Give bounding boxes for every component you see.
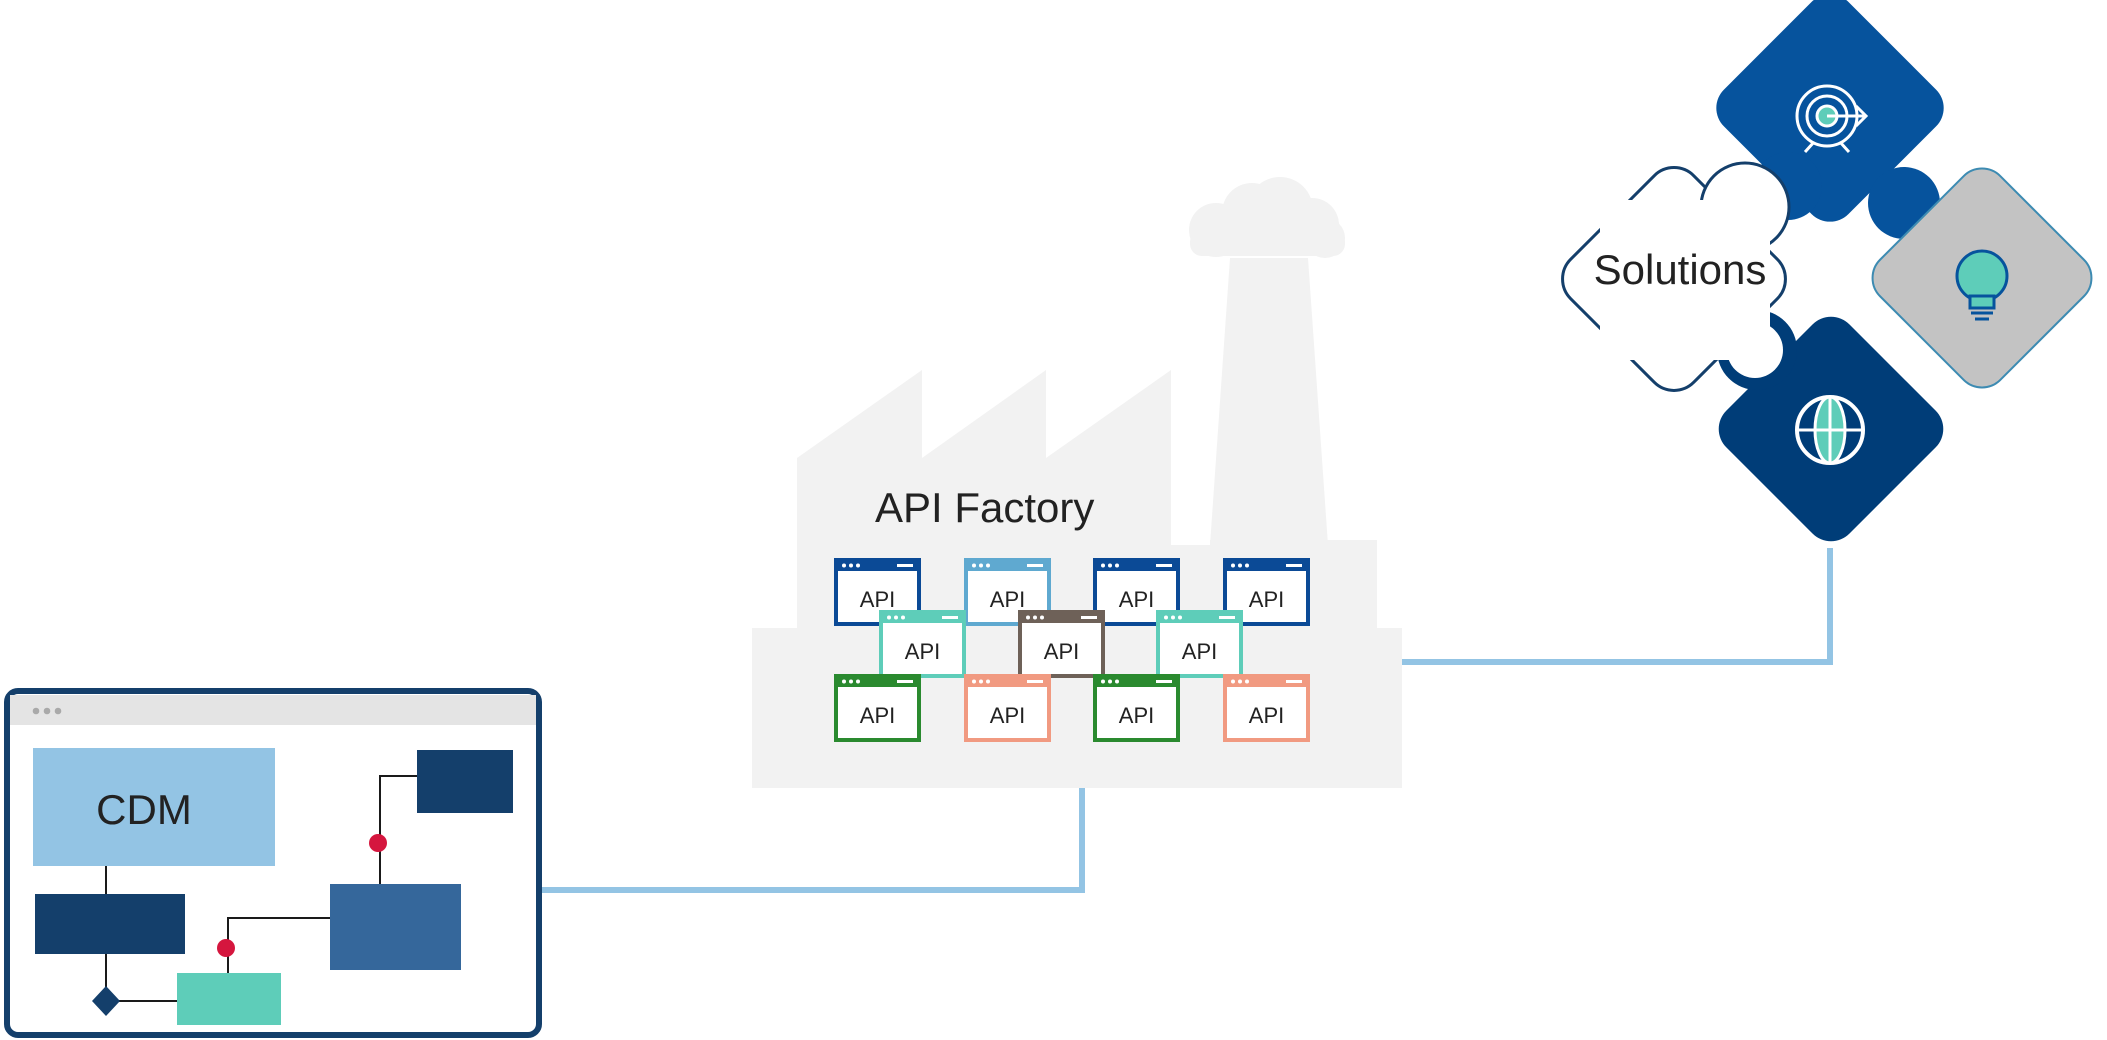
solutions-puzzle: Solutions bbox=[1561, 0, 2093, 542]
api-card: API bbox=[1093, 558, 1180, 626]
teal-block bbox=[177, 973, 281, 1025]
connectors bbox=[540, 548, 1833, 893]
api-card-label: API bbox=[905, 639, 940, 664]
api-card: API bbox=[1223, 674, 1310, 742]
api-card: API bbox=[964, 558, 1051, 626]
api-card: API bbox=[1156, 610, 1243, 678]
solutions-label: Solutions bbox=[1594, 246, 1767, 293]
cdm-window-titlebar bbox=[10, 695, 536, 725]
api-card-label: API bbox=[1182, 639, 1217, 664]
target-icon bbox=[1795, 84, 1869, 154]
api-cards: API API API API API API API API API API API bbox=[834, 558, 1310, 742]
api-card-label: API bbox=[860, 587, 895, 612]
factory-title: API Factory bbox=[875, 484, 1094, 531]
navy-block-left bbox=[35, 894, 185, 954]
red-junction-dot bbox=[217, 939, 235, 957]
api-card: API bbox=[1093, 674, 1180, 742]
window-dots-icon bbox=[32, 707, 62, 715]
api-card-label: API bbox=[1249, 703, 1284, 728]
puzzle-piece-solutions bbox=[1561, 161, 1791, 392]
api-card-label: API bbox=[990, 703, 1025, 728]
api-card: API bbox=[834, 674, 921, 742]
lightbulb-icon bbox=[1955, 249, 2009, 321]
api-card: API bbox=[1018, 610, 1105, 678]
api-card: API bbox=[964, 674, 1051, 742]
cdm-window: CDM bbox=[4, 688, 542, 1038]
smoke-cloud bbox=[1189, 177, 1345, 258]
globe-icon bbox=[1795, 395, 1865, 465]
connector-factory-to-solutions bbox=[1402, 548, 1833, 665]
cdm-label: CDM bbox=[96, 786, 192, 833]
api-card-label: API bbox=[1044, 639, 1079, 664]
api-card-label: API bbox=[860, 703, 895, 728]
blue-block bbox=[330, 884, 461, 970]
api-card-label: API bbox=[1249, 587, 1284, 612]
navy-block-top-right bbox=[417, 750, 513, 813]
red-junction-dot bbox=[369, 834, 387, 852]
api-card: API bbox=[879, 610, 966, 678]
api-card-label: API bbox=[1119, 587, 1154, 612]
cdm-block bbox=[33, 748, 275, 866]
decision-diamond-icon bbox=[92, 986, 120, 1016]
api-card-label: API bbox=[1119, 703, 1154, 728]
api-card-label: API bbox=[990, 587, 1025, 612]
connector-cdm-to-factory bbox=[540, 788, 1085, 893]
